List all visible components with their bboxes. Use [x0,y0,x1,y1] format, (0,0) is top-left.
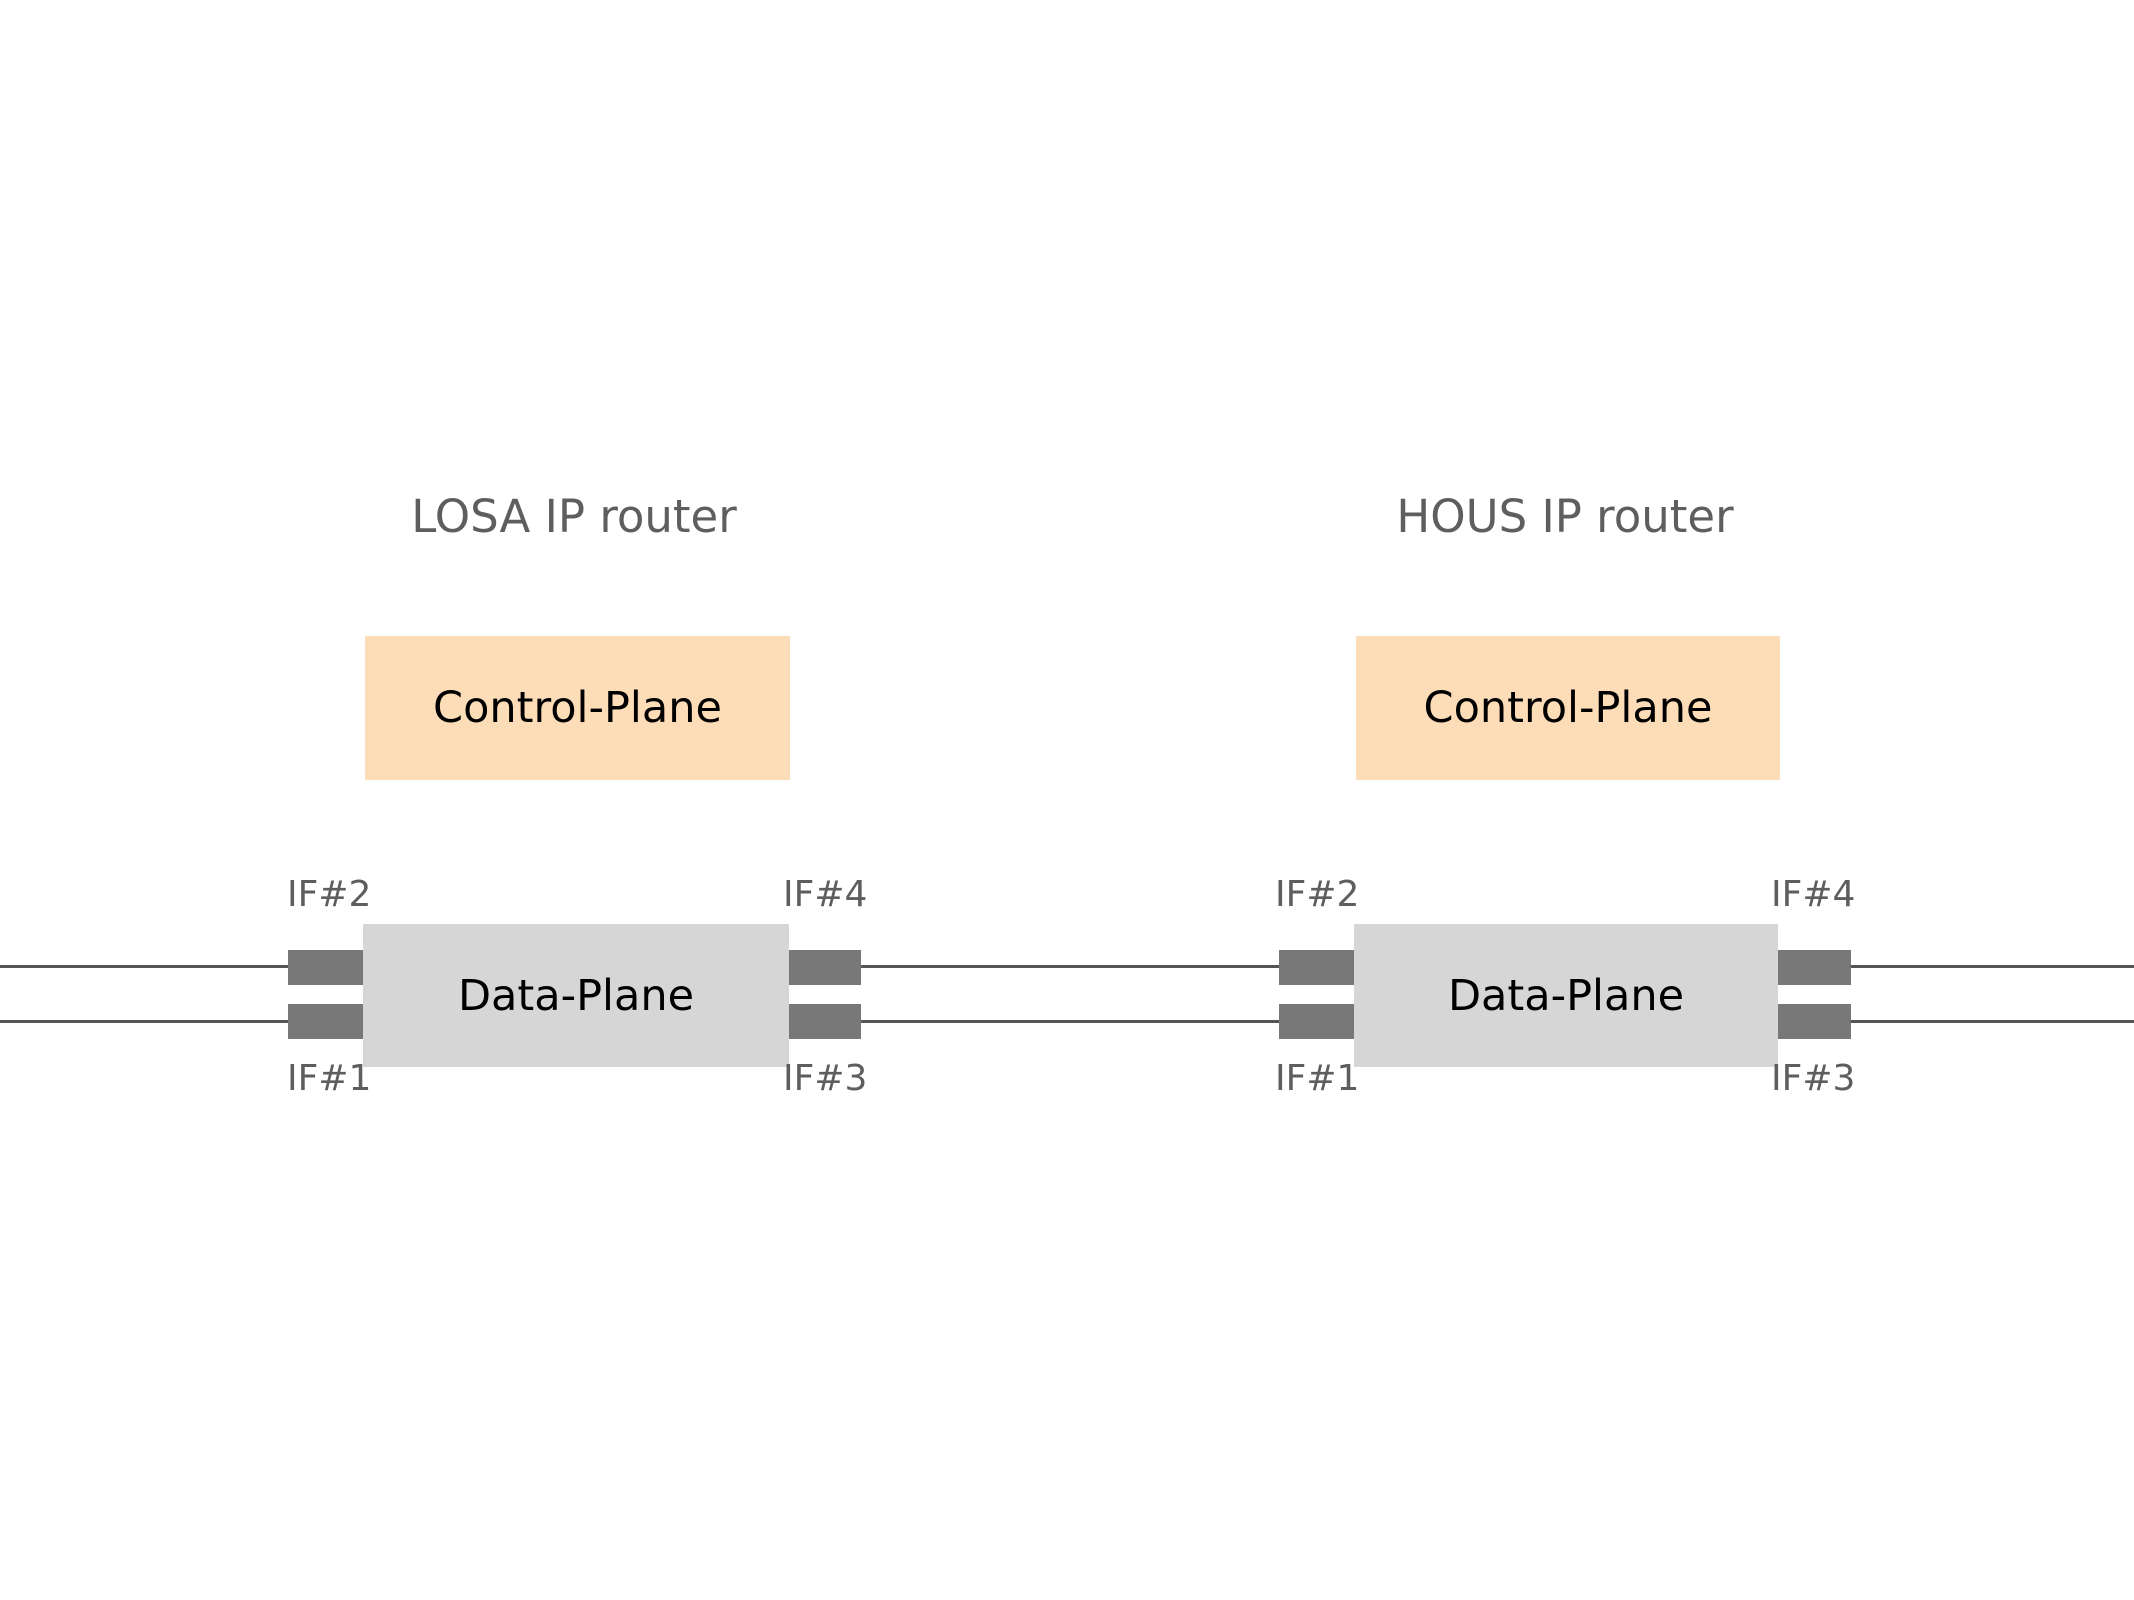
port-if1 [288,1004,363,1039]
if1-label: IF#1 [287,1058,372,1099]
link-left-lower [0,1020,288,1023]
port-if2 [1279,950,1354,985]
if3-label: IF#3 [783,1058,868,1099]
link-right-upper [1851,965,2134,968]
if4-label: IF#4 [783,874,868,915]
link-middle-lower [861,1020,1279,1023]
router-title: HOUS IP router [1396,490,1734,543]
port-if1 [1279,1004,1354,1039]
data-plane-box: Data-Plane [1354,924,1778,1067]
control-plane-box: Control-Plane [1356,636,1780,780]
port-if4 [789,950,861,985]
if1-label: IF#1 [1275,1058,1360,1099]
port-if4 [1778,950,1851,985]
port-if3 [789,1004,861,1039]
port-if2 [288,950,363,985]
if3-label: IF#3 [1771,1058,1856,1099]
link-right-lower [1851,1020,2134,1023]
control-plane-box: Control-Plane [365,636,790,780]
if4-label: IF#4 [1771,874,1856,915]
link-left-upper [0,965,288,968]
link-middle-upper [861,965,1279,968]
if2-label: IF#2 [287,874,372,915]
router-title: LOSA IP router [411,490,737,543]
data-plane-box: Data-Plane [363,924,789,1067]
if2-label: IF#2 [1275,874,1360,915]
port-if3 [1778,1004,1851,1039]
